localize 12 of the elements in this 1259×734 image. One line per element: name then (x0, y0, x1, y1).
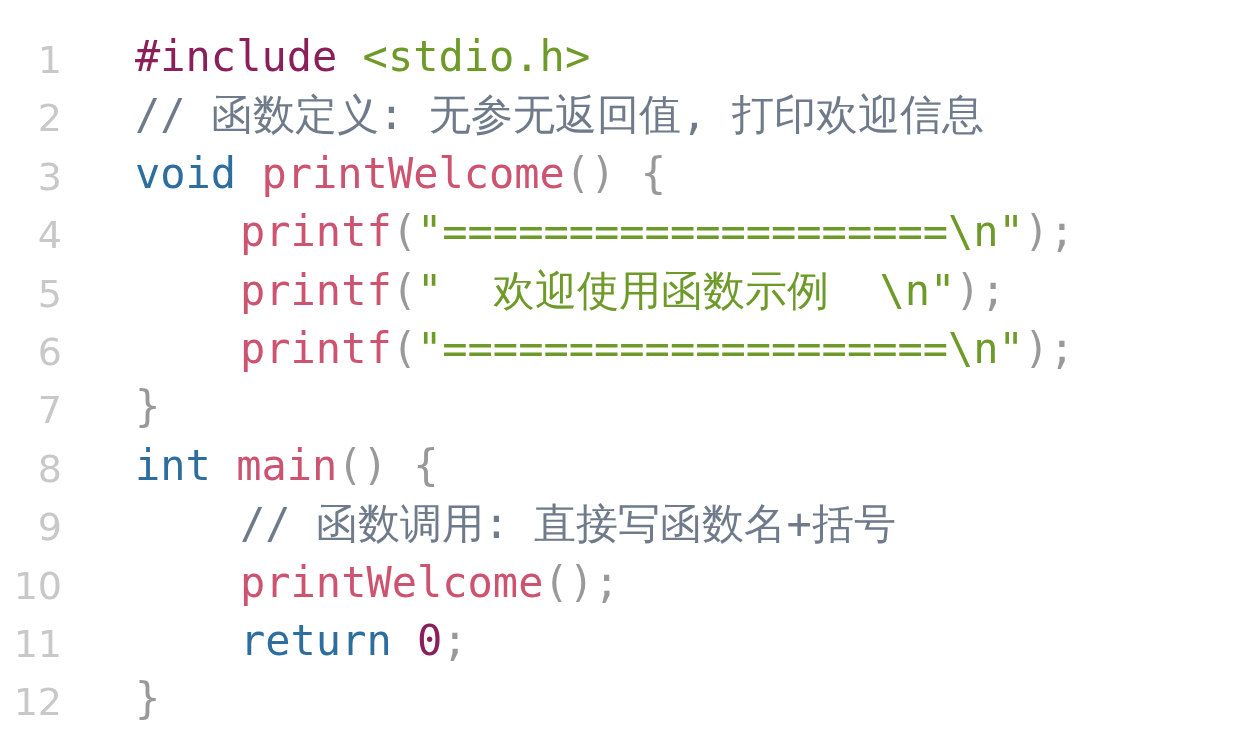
code-line: int main() { (135, 440, 439, 491)
code-line: return 0; (240, 616, 468, 666)
code-line: // 函数定义: 无参无返回值, 打印欢迎信息 (135, 90, 984, 141)
code-line: } (135, 674, 161, 725)
code-line: void printWelcome() { (135, 148, 667, 199)
code-line: printWelcome(); (240, 557, 620, 608)
code-line: printf(" 欢迎使用函数示例 \n"); (240, 265, 1006, 316)
code-line: #include <stdio.h> (135, 32, 591, 82)
code-line: printf("====================\n"); (240, 207, 1075, 258)
code-line: } (135, 382, 161, 433)
code-line: // 函数调用: 直接写函数名+括号 (240, 499, 896, 550)
code-line: printf("====================\n"); (240, 324, 1075, 374)
